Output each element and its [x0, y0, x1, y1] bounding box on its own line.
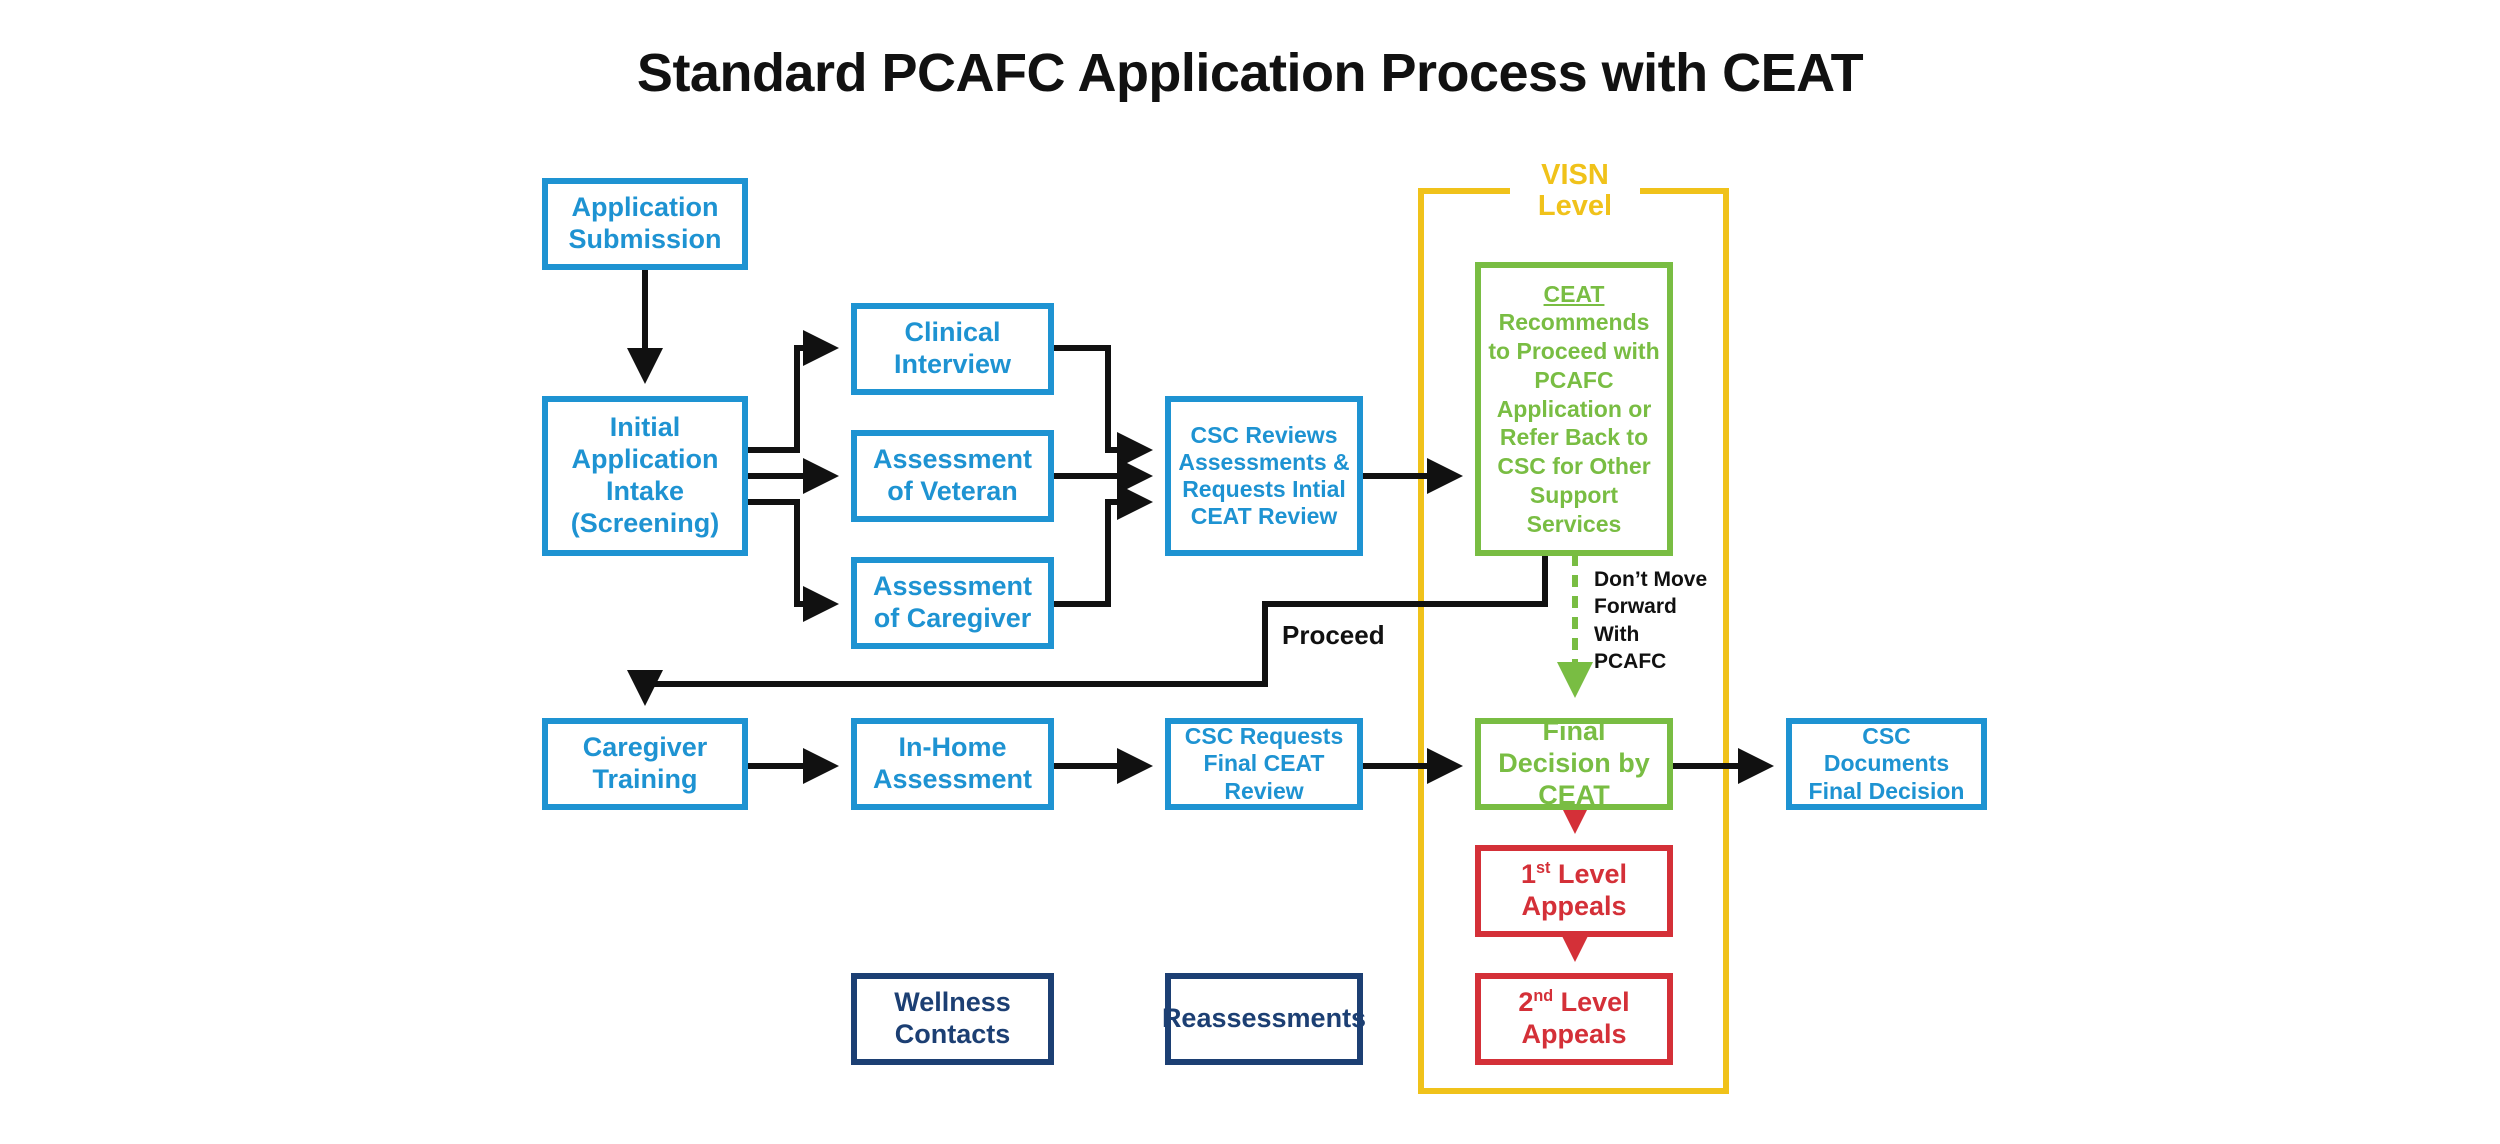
first-appeal-text: Level Appeals — [1521, 859, 1627, 921]
caregiver-training-box: Caregiver Training — [542, 718, 748, 810]
arrow-proceed-to-training — [627, 554, 1548, 706]
ceat-recommends-label: Recommends to Proceed with PCAFC Applica… — [1488, 309, 1660, 537]
arrow-intake-to-clinical — [748, 330, 839, 453]
assessment-veteran-label: Assessment of Veteran — [872, 444, 1033, 506]
diagram-title: Standard PCAFC Application Process with … — [636, 43, 1864, 103]
arrow-caregiver-to-csc — [1054, 484, 1153, 607]
csc-documents-box: CSC Documents Final Decision — [1786, 718, 1987, 810]
final-decision-ceat: CEAT — [1538, 779, 1610, 810]
wellness-contacts-label: Wellness Contacts — [894, 987, 1011, 1049]
application-submission-label: Application Submission — [568, 192, 722, 254]
assessment-veteran-box: Assessment of Veteran — [851, 430, 1054, 522]
wellness-contacts-box: Wellness Contacts — [851, 973, 1054, 1065]
visn-level-label: VISN Level — [1510, 159, 1640, 223]
dont-move-forward-label: Don’t Move Forward With PCAFC — [1594, 568, 1708, 673]
csc-requests-final-box: CSC Requests Final CEAT Review — [1165, 718, 1363, 810]
reassessments-label: Reassessments — [1161, 1003, 1367, 1034]
assessment-caregiver-box: Assessment of Caregiver — [851, 557, 1054, 649]
clinical-interview-box: Clinical Interview — [851, 303, 1054, 395]
reassessments-box: Reassessments — [1161, 973, 1367, 1065]
csc-reviews-label: CSC Reviews Assessments & Requests Intia… — [1178, 421, 1350, 530]
final-decision-box: Final Decision by CEAT — [1475, 716, 1673, 812]
first-level-appeals-label: 1st Level Appeals — [1487, 859, 1661, 923]
csc-documents-label: CSC Documents Final Decision — [1808, 723, 1965, 804]
second-appeal-suffix: nd — [1533, 987, 1554, 1006]
initial-intake-label: Initial Application Intake (Screening) — [570, 412, 720, 538]
ceat-recommends-box: CEAT Recommends to Proceed with PCAFC Ap… — [1475, 262, 1673, 556]
csc-reviews-box: CSC Reviews Assessments & Requests Intia… — [1165, 396, 1363, 556]
in-home-assessment-label: In-Home Assessment — [872, 732, 1033, 794]
second-level-appeals-box: 2nd Level Appeals — [1475, 973, 1673, 1065]
csc-requests-final-label: CSC Requests Final CEAT Review — [1184, 723, 1344, 804]
first-appeal-ordinal: 1 — [1521, 859, 1537, 890]
assessment-caregiver-label: Assessment of Caregiver — [872, 571, 1033, 633]
in-home-assessment-box: In-Home Assessment — [851, 718, 1054, 810]
application-submission-box: Application Submission — [542, 178, 748, 270]
initial-intake-box: Initial Application Intake (Screening) — [542, 396, 748, 556]
first-level-appeals-box: 1st Level Appeals — [1475, 845, 1673, 937]
final-decision-prefix: Final Decision by — [1498, 716, 1650, 779]
clinical-interview-label: Clinical Interview — [893, 317, 1012, 379]
final-decision-label: Final Decision by CEAT — [1487, 716, 1661, 812]
arrow-intake-to-caregiver — [748, 499, 839, 622]
arrow-clinical-to-csc — [1054, 345, 1153, 468]
first-appeal-suffix: st — [1536, 859, 1551, 878]
second-appeal-text: Level Appeals — [1521, 987, 1630, 1049]
proceed-label: Proceed — [1282, 620, 1385, 650]
second-level-appeals-label: 2nd Level Appeals — [1487, 987, 1661, 1051]
caregiver-training-label: Caregiver Training — [582, 732, 708, 794]
second-appeal-ordinal: 2 — [1518, 987, 1534, 1018]
ceat-recommends-ceat-label: CEAT — [1543, 280, 1605, 307]
